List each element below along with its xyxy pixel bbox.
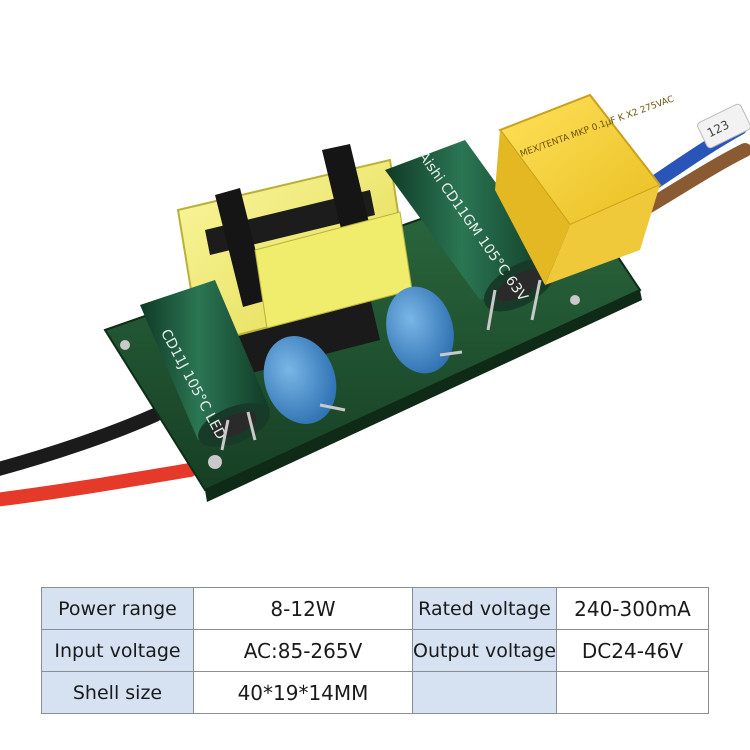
spec-value-rated-voltage: 240-300mA — [556, 587, 709, 630]
product-photo: 123 CD11J 105°C LED Aishi CD11GM 105° — [0, 93, 750, 507]
spec-label-power-range: Power range — [41, 587, 194, 630]
spec-value-shell-size: 40*19*14MM — [193, 671, 413, 714]
output-wires — [0, 408, 197, 507]
ceramic-capacitor-1 — [263, 336, 346, 424]
spec-empty-label-cell — [412, 671, 557, 714]
spec-row: Input voltage AC:85-265V Output voltage … — [41, 629, 709, 672]
transformer — [176, 144, 413, 385]
spec-empty-value-cell — [556, 671, 709, 714]
capacitor-left: CD11J 105°C LED — [140, 280, 270, 451]
spec-row: Power range 8-12W Rated voltage 240-300m… — [41, 587, 709, 630]
spec-label-rated-voltage: Rated voltage — [412, 587, 557, 630]
spec-label-input-voltage: Input voltage — [41, 629, 194, 672]
spec-row: Shell size 40*19*14MM — [41, 671, 709, 714]
spec-value-input-voltage: AC:85-265V — [193, 629, 413, 672]
spec-label-output-voltage: Output voltage — [412, 629, 557, 672]
spec-label-shell-size: Shell size — [41, 671, 194, 714]
spec-value-output-voltage: DC24-46V — [556, 629, 709, 672]
ceramic-capacitor-2 — [386, 286, 463, 374]
spec-table: Power range 8-12W Rated voltage 240-300m… — [41, 587, 709, 714]
spec-value-power-range: 8-12W — [193, 587, 413, 630]
